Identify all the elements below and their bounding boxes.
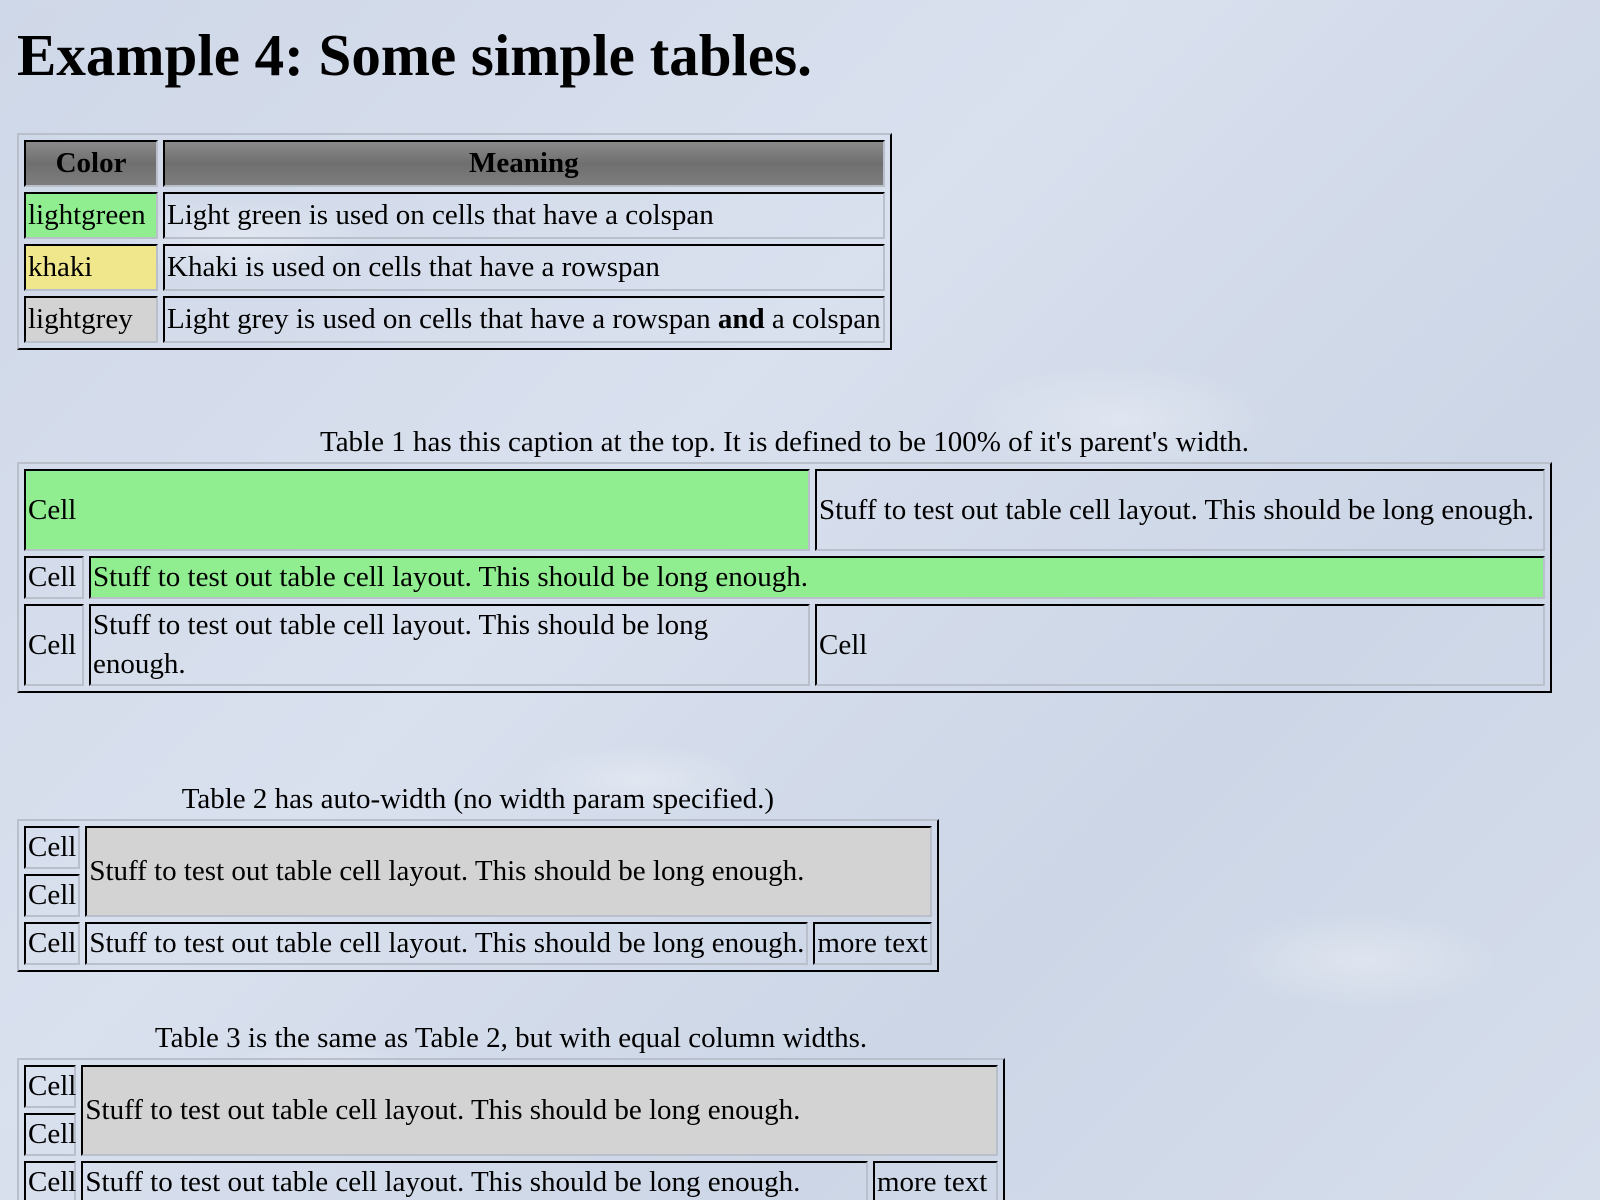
table-1-cell-r2c1: Cell bbox=[24, 556, 84, 599]
legend-meaning-lightgreen: Light green is used on cells that have a… bbox=[163, 192, 885, 239]
table-2: Table 2 has auto-width (no width param s… bbox=[17, 781, 939, 972]
page-title: Example 4: Some simple tables. bbox=[17, 22, 812, 88]
table-2-cell-r3c3: more text bbox=[813, 922, 932, 965]
table-row: Cell Stuff to test out table cell layout… bbox=[24, 1161, 998, 1200]
legend-row-lightgreen: lightgreen Light green is used on cells … bbox=[24, 192, 885, 239]
table-1: Table 1 has this caption at the top. It … bbox=[17, 424, 1552, 693]
table-2-caption: Table 2 has auto-width (no width param s… bbox=[181, 783, 774, 815]
table-1-cell-r3c1: Cell bbox=[24, 604, 84, 686]
table-row: Cell Stuff to test out table cell layout… bbox=[24, 604, 1545, 686]
table-1-cell-r1c2: Stuff to test out table cell layout. Thi… bbox=[815, 469, 1545, 551]
table-3-cell-r1c1: Cell bbox=[24, 1065, 77, 1108]
legend-meaning-lightgrey-start: Light grey is used on cells that have a … bbox=[167, 303, 718, 335]
table-2-cell-r3c2: Stuff to test out table cell layout. Thi… bbox=[85, 922, 809, 965]
table-row: Cell Stuff to test out table cell layout… bbox=[24, 469, 1545, 551]
table-2-cell-r2c1: Cell bbox=[24, 874, 81, 917]
table-2-cell-r1c2: Stuff to test out table cell layout. Thi… bbox=[85, 826, 932, 917]
table-3-caption: Table 3 is the same as Table 2, but with… bbox=[154, 1022, 868, 1054]
table-row: Cell Stuff to test out table cell layout… bbox=[24, 1065, 998, 1156]
table-row: Cell Stuff to test out table cell layout… bbox=[24, 556, 1545, 599]
legend-table: Color Meaning lightgreen Light green is … bbox=[17, 133, 892, 350]
table-3-cell-r3c2: Stuff to test out table cell layout. Thi… bbox=[81, 1161, 868, 1200]
table-3-cell-r1c2: Stuff to test out table cell layout. Thi… bbox=[81, 1065, 998, 1156]
table-3-cell-r3c1: Cell bbox=[24, 1161, 77, 1200]
table-1-cell-r3c3: Cell bbox=[815, 604, 1545, 686]
table-3-cell-r3c3: more text bbox=[872, 1161, 998, 1200]
table-2-cell-r1c1: Cell bbox=[24, 826, 81, 869]
legend-meaning-lightgrey: Light grey is used on cells that have a … bbox=[163, 296, 885, 343]
legend-color-lightgrey: lightgrey bbox=[24, 296, 158, 343]
table-2-cell-r3c1: Cell bbox=[24, 922, 81, 965]
table-3: Table 3 is the same as Table 2, but with… bbox=[17, 1020, 1005, 1200]
legend-meaning-lightgrey-end: a colspan bbox=[764, 303, 881, 335]
legend-meaning-lightgrey-bold: and bbox=[717, 303, 765, 335]
table-1-caption: Table 1 has this caption at the top. It … bbox=[320, 426, 1249, 458]
legend-color-khaki: khaki bbox=[24, 244, 158, 291]
legend-color-lightgreen: lightgreen bbox=[24, 192, 158, 239]
table-row: Cell bbox=[24, 1113, 998, 1156]
legend-row-khaki: khaki Khaki is used on cells that have a… bbox=[24, 244, 885, 291]
table-1-cell-r3c2: Stuff to test out table cell layout. Thi… bbox=[89, 604, 810, 686]
legend-header-row: Color Meaning bbox=[24, 140, 885, 187]
table-row: Cell Stuff to test out table cell layout… bbox=[24, 922, 932, 965]
table-row: Cell bbox=[24, 874, 932, 917]
legend-meaning-khaki: Khaki is used on cells that have a rowsp… bbox=[163, 244, 885, 291]
table-1-cell-r1c1: Cell bbox=[24, 469, 810, 551]
table-3-cell-r2c1: Cell bbox=[24, 1113, 77, 1156]
legend-header-meaning: Meaning bbox=[163, 140, 885, 187]
table-row: Cell Stuff to test out table cell layout… bbox=[24, 826, 932, 917]
table-1-cell-r2c2: Stuff to test out table cell layout. Thi… bbox=[89, 556, 1545, 599]
legend-header-color: Color bbox=[24, 140, 158, 187]
legend-row-lightgrey: lightgrey Light grey is used on cells th… bbox=[24, 296, 885, 343]
